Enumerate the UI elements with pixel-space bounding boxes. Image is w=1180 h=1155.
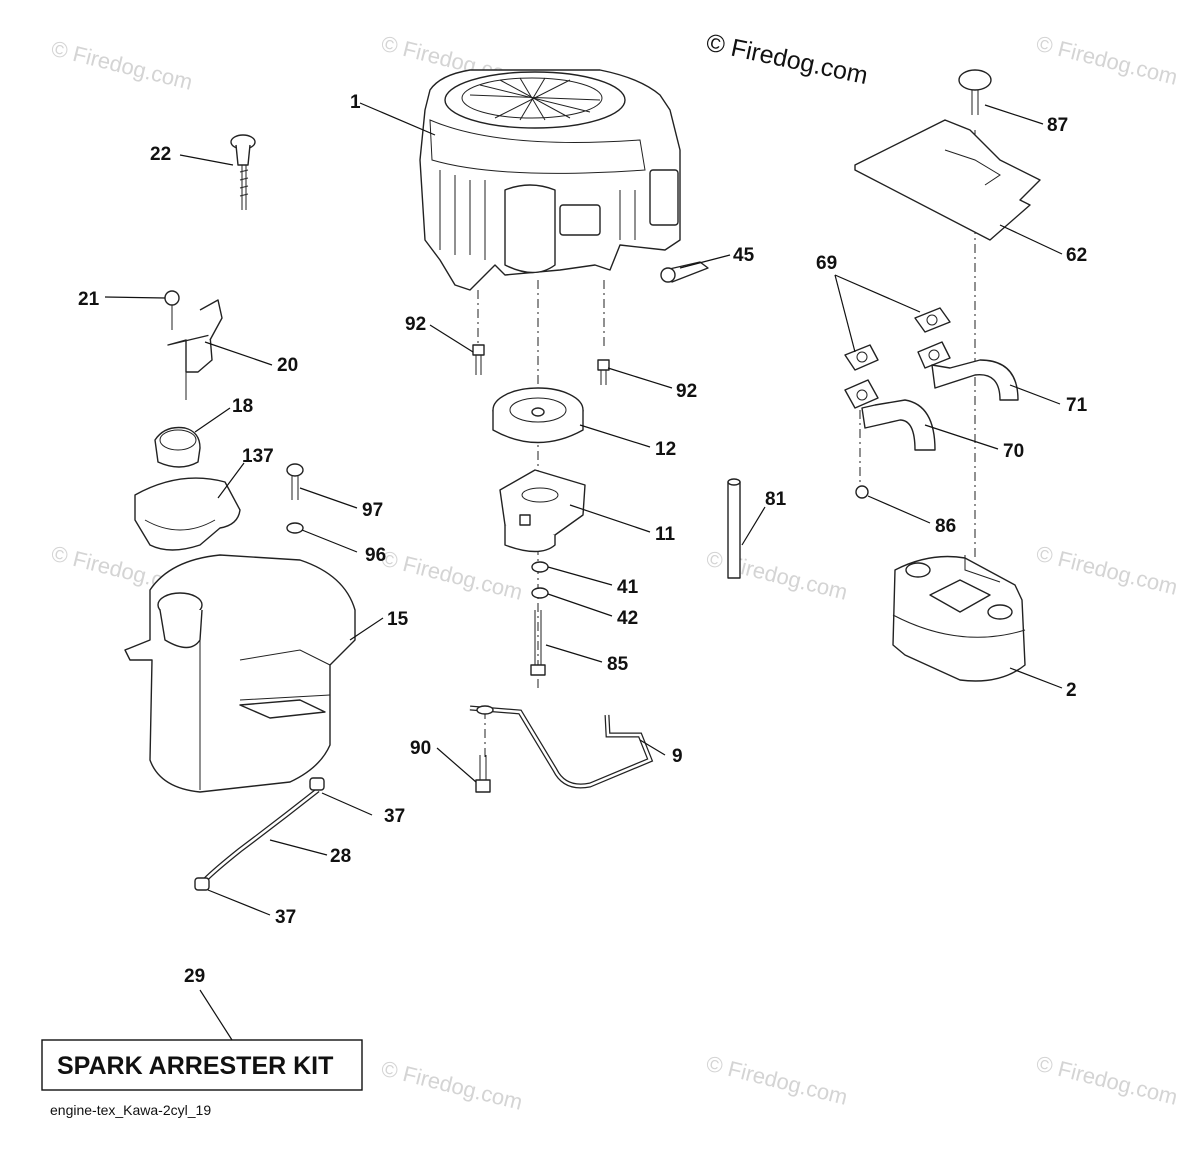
bolt-92-part [472, 344, 610, 385]
watermark: © Firedog.com [49, 36, 195, 95]
watermark: © Firedog.com [379, 1056, 525, 1115]
callout-90: 90 [410, 738, 431, 759]
callout-69: 69 [816, 253, 837, 274]
fuel-tank-part [124, 554, 356, 793]
watermark: © Firedog.com [1034, 31, 1180, 90]
callout-97: 97 [362, 500, 383, 521]
diagram-code: engine-tex_Kawa-2cyl_19 [50, 1102, 211, 1118]
clutch-part [499, 469, 586, 553]
bolt-90-part [475, 755, 491, 793]
callout-45: 45 [733, 245, 755, 266]
copyright-notice: © Firedog.com [704, 28, 871, 90]
rod-9-part [469, 705, 654, 789]
callouts: 1 22 21 20 18 137 97 96 15 37 28 37 29 9… [78, 92, 1088, 987]
callout-18: 18 [232, 396, 253, 417]
watermark: © Firedog.com [379, 546, 525, 605]
callout-15: 15 [387, 609, 409, 630]
screw-97-part [286, 463, 304, 534]
callout-37-top: 37 [384, 806, 405, 827]
callout-1: 1 [350, 92, 361, 113]
callout-92-right: 92 [676, 381, 697, 402]
fuel-cap-part [154, 426, 201, 468]
watermark: © Firedog.com [704, 1051, 850, 1110]
callout-9: 9 [672, 746, 683, 767]
watermark: © Firedog.com [704, 546, 850, 605]
tube-81-part [727, 478, 741, 579]
shroud-137-part [134, 477, 241, 551]
callout-81: 81 [765, 489, 787, 510]
bolt-22-part [230, 134, 256, 210]
callout-87: 87 [1047, 115, 1068, 136]
callout-21: 21 [78, 289, 100, 310]
callout-20: 20 [277, 355, 298, 376]
callout-92-left: 92 [405, 314, 426, 335]
spark-arrester-kit-box: SPARK ARRESTER KIT [41, 1039, 363, 1091]
throttle-bracket-part [164, 290, 223, 400]
callout-12: 12 [655, 439, 676, 460]
callout-96: 96 [365, 545, 386, 566]
callout-37-bottom: 37 [275, 907, 296, 928]
pulley-part [492, 387, 584, 444]
callout-71: 71 [1066, 395, 1088, 416]
kit-label: SPARK ARRESTER KIT [57, 1052, 333, 1080]
callout-85: 85 [607, 654, 629, 675]
heat-shield-part [854, 69, 1041, 241]
engine-part [419, 69, 709, 291]
callout-41: 41 [617, 577, 639, 598]
callout-2: 2 [1066, 680, 1077, 701]
leader-lines [104, 102, 1063, 1041]
callout-86: 86 [935, 516, 956, 537]
callout-70: 70 [1003, 441, 1024, 462]
watermark: © Firedog.com [1034, 541, 1180, 600]
watermark: © Firedog.com [1034, 1051, 1180, 1110]
callout-28: 28 [330, 846, 351, 867]
washer-41-42-part [530, 561, 549, 676]
callout-11: 11 [655, 524, 676, 545]
exhaust-pipes-part [844, 307, 1019, 499]
callout-137: 137 [242, 446, 274, 467]
callout-42: 42 [617, 608, 638, 629]
fuel-line-part [194, 777, 325, 891]
callout-29: 29 [184, 966, 205, 987]
callout-22: 22 [150, 144, 171, 165]
callout-62: 62 [1066, 245, 1087, 266]
muffler-part [892, 555, 1026, 682]
